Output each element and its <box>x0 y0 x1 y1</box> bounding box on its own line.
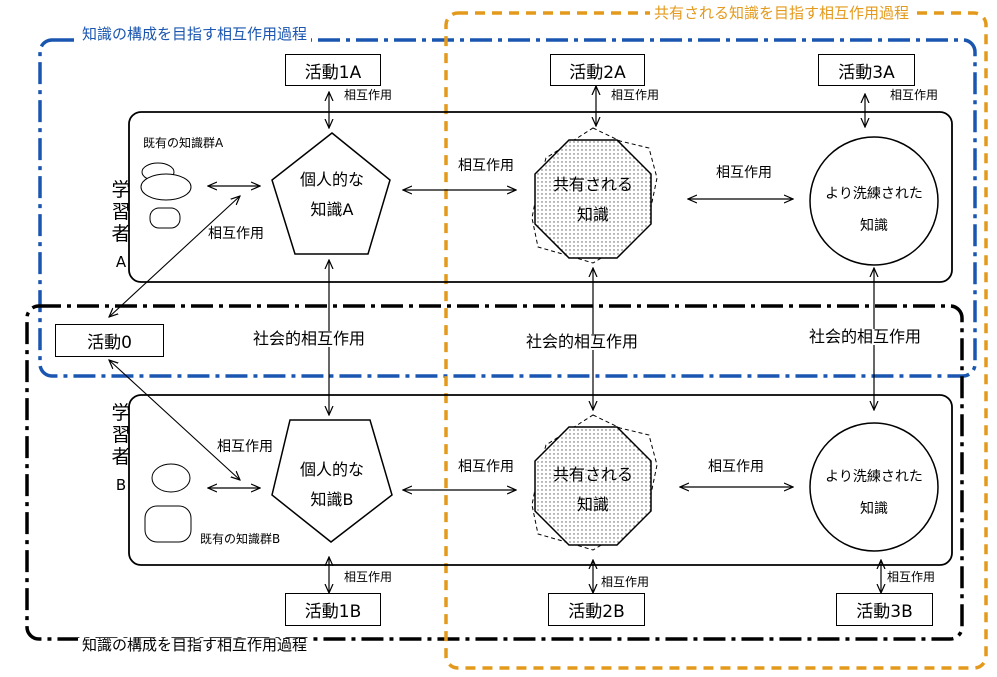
arrow-activity0-to-personal-a <box>109 196 240 317</box>
personal-knowledge-b-line2: 知識B <box>310 490 354 509</box>
interaction-label-1a: 相互作用 <box>344 88 393 102</box>
learner-a-label: 学 習 者 A <box>111 179 131 271</box>
shared-knowledge-a-octagon <box>534 139 652 259</box>
activity-1b-box: 活動1B <box>285 593 381 626</box>
learner-b-label: 学 習 者 B <box>111 402 131 494</box>
interaction-label-2a: 相互作用 <box>611 88 660 102</box>
shared-knowledge-b-octagon <box>534 426 652 546</box>
interaction-label-row-b-right: 相互作用 <box>708 459 764 475</box>
personal-knowledge-b-pentagon <box>271 419 393 543</box>
social-interaction-label-right: 社会的相互作用 <box>807 327 924 346</box>
refined-knowledge-a-line1: より洗練された <box>825 186 923 202</box>
black-process-title: 知識の構成を目指す相互作用過程 <box>78 638 312 653</box>
refined-knowledge-a-circle <box>809 136 939 266</box>
interaction-label-diag-b: 相互作用 <box>217 439 273 455</box>
arrow-activity0-to-personal-b <box>109 360 240 480</box>
existing-knowledge-shape <box>140 173 192 201</box>
refined-knowledge-b-line2: 知識 <box>860 501 888 517</box>
interaction-label-row-a-right: 相互作用 <box>716 165 772 181</box>
interaction-label-1b: 相互作用 <box>344 570 393 584</box>
refined-knowledge-b-circle <box>809 422 939 552</box>
refined-knowledge-a-line2: 知識 <box>860 218 888 234</box>
social-interaction-label-left: 社会的相互作用 <box>251 329 368 348</box>
personal-knowledge-a-line2: 知識A <box>310 200 354 219</box>
existing-knowledge-shape <box>149 207 181 229</box>
existing-knowledge-a-label: 既有の知識群A <box>143 136 224 150</box>
blue-process-frame <box>38 38 977 378</box>
black-process-frame <box>25 304 964 641</box>
social-interaction-label-middle: 社会的相互作用 <box>524 332 641 351</box>
shared-knowledge-a-line2: 知識 <box>576 205 609 224</box>
activity-2b-box: 活動2B <box>548 593 645 626</box>
personal-knowledge-a-line1: 個人的な <box>299 170 364 189</box>
activity-3b-box: 活動3B <box>836 593 933 626</box>
existing-knowledge-b-label: 既有の知識群B <box>200 532 281 546</box>
shared-knowledge-b-line1: 共有される <box>552 465 633 484</box>
activity-3a-box: 活動3A <box>818 54 915 86</box>
activity-0-box: 活動0 <box>55 324 164 357</box>
blue-process-title: 知識の構成を目指す相互作用過程 <box>78 27 312 42</box>
shared-knowledge-b-line2: 知識 <box>576 495 609 514</box>
interaction-label-row-a-left: 相互作用 <box>458 158 514 174</box>
interaction-label-diag-a: 相互作用 <box>208 226 264 242</box>
interaction-label-row-b-left: 相互作用 <box>458 459 514 475</box>
activity-2a-box: 活動2A <box>550 54 645 86</box>
interaction-label-3a: 相互作用 <box>890 88 939 102</box>
existing-knowledge-shape <box>151 463 191 493</box>
personal-knowledge-b-line1: 個人的な <box>299 460 364 479</box>
activity-1a-box: 活動1A <box>285 54 381 86</box>
personal-knowledge-a-pentagon <box>271 132 391 255</box>
orange-process-title: 共有される知識を目指す相互作用過程 <box>650 6 914 21</box>
interaction-label-3b: 相互作用 <box>887 570 936 584</box>
existing-knowledge-shape <box>144 505 192 543</box>
interaction-label-2b: 相互作用 <box>601 575 650 589</box>
shared-knowledge-a-line1: 共有される <box>552 175 633 194</box>
refined-knowledge-b-line1: より洗練された <box>825 469 923 485</box>
